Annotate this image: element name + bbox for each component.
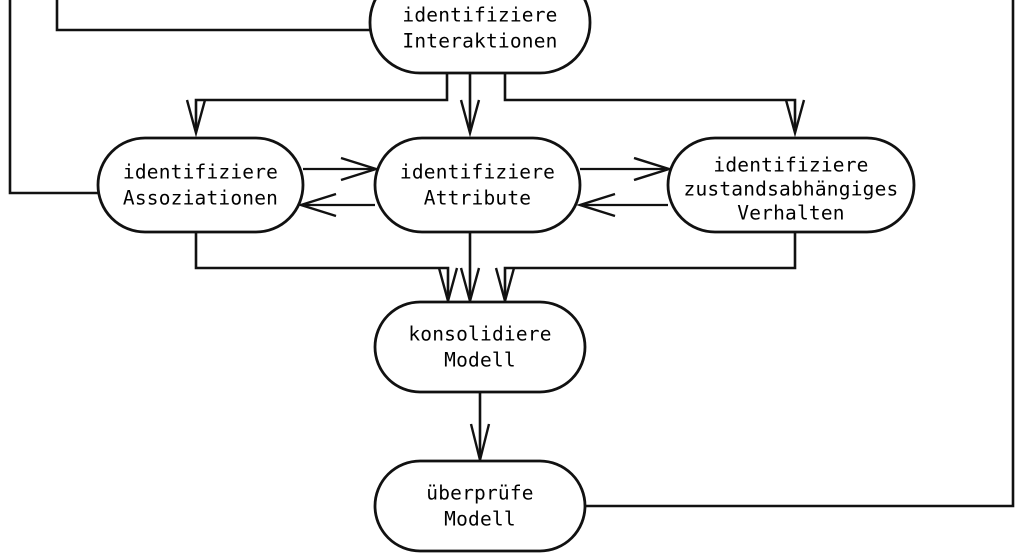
arrowhead-into-attribute-right: [575, 192, 616, 218]
edge-interaktionen-feedback-left: [55, 0, 370, 32]
node-interaktionen-line2: Interaktionen: [402, 30, 557, 53]
arrowhead-into-attribute-left: [340, 156, 381, 182]
node-assoziationen-shape: [96, 136, 305, 234]
node-zustandsverhalten-line1: identifiziere: [713, 154, 868, 177]
node-interaktionen[interactable]: identifiziere Interaktionen: [368, 0, 592, 75]
arrowhead-into-zustandsverhalten: [784, 99, 806, 138]
node-zustandsverhalten-line2: zustandsabhängiges: [684, 178, 899, 201]
node-zustandsabhaengiges-verhalten[interactable]: identifiziere zustandsabhängiges Verhalt…: [666, 136, 916, 234]
node-ueberpruefe-line2: Modell: [444, 508, 516, 531]
edge-interaktionen-to-zustandsverhalten: [503, 73, 797, 128]
node-konsolidiere-line2: Modell: [444, 349, 516, 372]
edge-assoziationen-feedback-left: [8, 0, 98, 195]
edge-assoziationen-to-konsolidiere: [194, 232, 450, 296]
arrowhead-into-assoziationen-right: [296, 192, 337, 218]
node-attribute-shape: [373, 136, 582, 234]
arrowhead-into-zustandsverhalten-left: [633, 156, 674, 182]
arrowhead-into-attribute: [459, 99, 481, 138]
node-interaktionen-shape: [368, 0, 592, 75]
node-ueberpruefe-shape: [373, 459, 587, 553]
edge-zustandsverhalten-to-konsolidiere: [503, 232, 797, 296]
node-zustandsverhalten-line3: Verhalten: [737, 202, 844, 225]
node-assoziationen-line1: identifiziere: [123, 161, 278, 184]
node-interaktionen-line1: identifiziere: [402, 4, 557, 27]
node-attribute-line1: identifiziere: [400, 161, 555, 184]
node-attribute-line2: Attribute: [424, 187, 531, 210]
node-konsolidiere-shape: [373, 300, 587, 394]
node-konsolidiere-modell[interactable]: konsolidiere Modell: [373, 300, 587, 394]
node-assoziationen[interactable]: identifiziere Assoziationen: [96, 136, 305, 234]
arrowhead-into-assoziationen: [185, 99, 207, 138]
node-assoziationen-line2: Assoziationen: [123, 187, 278, 210]
edge-interaktionen-to-assoziationen: [194, 73, 449, 128]
node-ueberpruefe-line1: überprüfe: [426, 482, 533, 505]
node-attribute[interactable]: identifiziere Attribute: [373, 136, 582, 234]
node-konsolidiere-line1: konsolidiere: [408, 323, 551, 346]
node-ueberpruefe-modell[interactable]: überprüfe Modell: [373, 459, 587, 553]
node-zustandsverhalten-shape: [666, 136, 916, 234]
edge-ueberpruefe-feedback-right: [585, 0, 1015, 508]
